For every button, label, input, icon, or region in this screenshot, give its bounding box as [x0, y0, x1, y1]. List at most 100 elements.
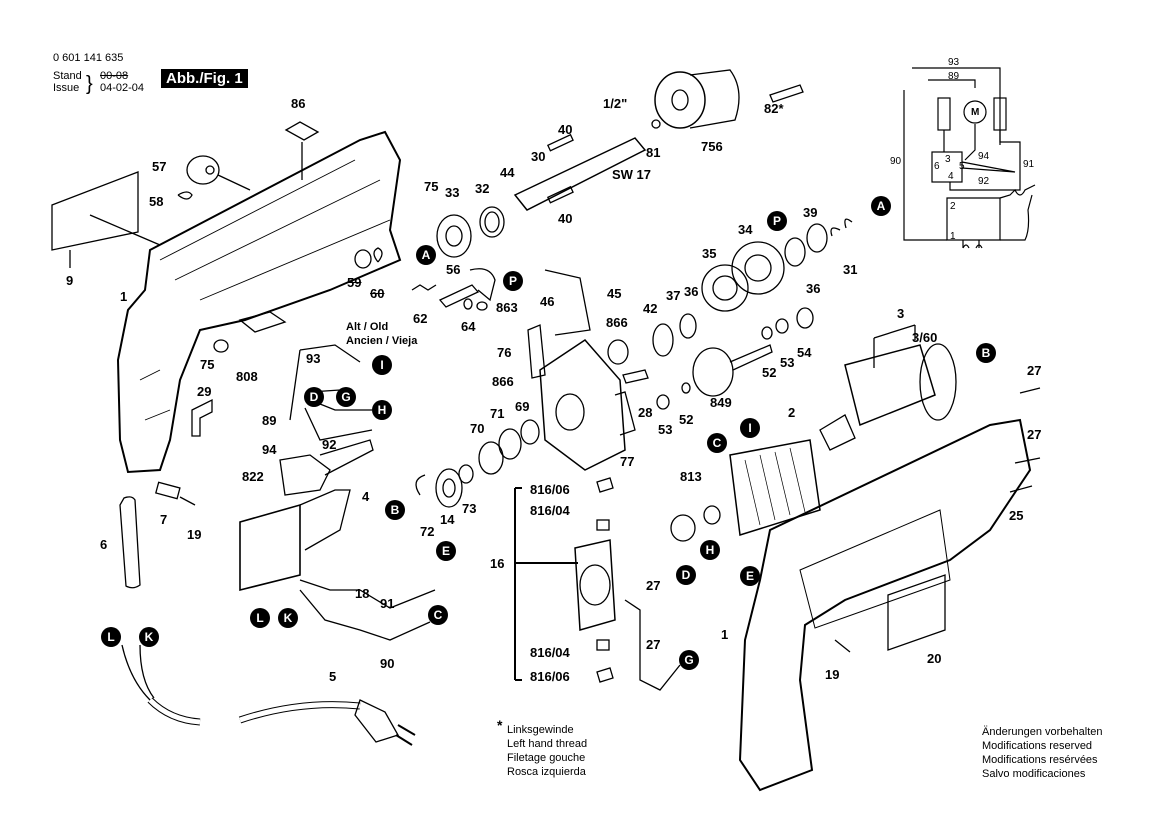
connector-l: L: [250, 608, 270, 628]
callout-36: 36: [684, 284, 699, 299]
callout-822: 822: [242, 469, 264, 484]
connector-g: G: [336, 387, 356, 407]
callout-816-06: 816/06: [530, 482, 570, 497]
callout-46: 46: [540, 294, 555, 309]
callout-half-inch: 1/2": [603, 96, 628, 111]
callout-19: 19: [187, 527, 202, 542]
connector-i: I: [372, 355, 392, 375]
callout-70: 70: [470, 421, 485, 436]
callout-77: 77: [620, 454, 635, 469]
callout-31: 31: [843, 262, 858, 277]
callout-62: 62: [413, 311, 428, 326]
terminal-2: 2: [950, 201, 956, 212]
callout-72: 72: [420, 524, 435, 539]
callout-863: 863: [496, 300, 518, 315]
callout-82: 82*: [764, 101, 784, 116]
callout-25: 25: [1009, 508, 1024, 523]
callout-52: 52: [679, 412, 694, 427]
connector-p: P: [767, 211, 787, 231]
callout-40-b: 40: [558, 211, 573, 226]
connector-e: E: [436, 541, 456, 561]
callout-816-04-b: 816/04: [530, 645, 570, 660]
callout-75-b: 75: [424, 179, 439, 194]
disclaimer-line: Modifications reserved: [982, 740, 1093, 752]
callout-58: 58: [149, 194, 164, 209]
callout-27-d: 27: [646, 637, 661, 652]
callout-42: 42: [643, 301, 658, 316]
part-number: 0 601 141 635: [53, 52, 124, 64]
callout-53-b: 53: [780, 355, 795, 370]
callout-54: 54: [797, 345, 812, 360]
callout-19-b: 19: [825, 667, 840, 682]
wiring-schematic: [903, 67, 1036, 249]
old-parts-note-line1: Alt / Old: [346, 321, 389, 333]
callout-756: 756: [701, 139, 723, 154]
callout-3: 3: [897, 306, 905, 321]
callout-40: 40: [558, 122, 573, 137]
callout-34: 34: [738, 222, 753, 237]
callout-90: 90: [380, 656, 395, 671]
footnote-line: Linksgewinde: [507, 724, 574, 736]
connector-d: D: [304, 387, 324, 407]
callout-27: 27: [1027, 363, 1042, 378]
connector-h: H: [372, 400, 392, 420]
callout-94: 94: [262, 442, 277, 457]
callout-71: 71: [490, 406, 505, 421]
connector-d-b: D: [676, 565, 696, 585]
callout-1: 1: [120, 289, 128, 304]
callout-64: 64: [461, 319, 476, 334]
callout-73: 73: [462, 501, 477, 516]
brace-icon: }: [86, 73, 93, 95]
callout-27-c: 27: [646, 578, 661, 593]
terminal-6: 6: [934, 161, 940, 172]
wire-91: 91: [1023, 159, 1035, 170]
footnote-line: Rosca izquierda: [507, 766, 586, 778]
terminal-1: 1: [950, 231, 956, 242]
terminal-4: 4: [948, 171, 954, 182]
callout-93: 93: [306, 351, 321, 366]
callout-816-04: 816/04: [530, 503, 570, 518]
callout-5: 5: [329, 669, 337, 684]
old-parts-note-line2: Ancien / Vieja: [346, 335, 418, 347]
connector-b: B: [385, 500, 405, 520]
callout-92: 92: [322, 437, 337, 452]
housing-left: [116, 130, 402, 474]
connector-c: C: [428, 605, 448, 625]
housing-right: [738, 418, 1032, 792]
callout-18: 18: [355, 586, 370, 601]
terminal-3: 3: [945, 154, 951, 165]
callout-29: 29: [197, 384, 212, 399]
callout-30: 30: [531, 149, 546, 164]
motor-symbol: M: [971, 107, 980, 118]
callout-9: 9: [66, 273, 74, 288]
connector-i-b: I: [740, 418, 760, 438]
callout-33: 33: [445, 185, 460, 200]
callout-45: 45: [607, 286, 622, 301]
callout-813: 813: [680, 469, 702, 484]
stand-label: Stand: [53, 70, 82, 82]
connector-l-b: L: [101, 627, 121, 647]
figure-label: Abb./Fig. 1: [161, 69, 248, 88]
callout-86: 86: [291, 96, 306, 111]
disclaimer-line: Modifications resérvées: [982, 754, 1098, 766]
callout-57: 57: [152, 159, 167, 174]
wire-93: 93: [948, 57, 960, 68]
connector-c-b: C: [707, 433, 727, 453]
callout-866: 866: [492, 374, 514, 389]
callout-56: 56: [446, 262, 461, 277]
callout-2: 2: [788, 405, 796, 420]
callout-44: 44: [500, 165, 515, 180]
callout-20: 20: [927, 651, 942, 666]
callout-1-b: 1: [721, 627, 729, 642]
connector-b-b: B: [976, 343, 996, 363]
callout-16: 16: [490, 556, 505, 571]
callout-866-b: 866: [606, 315, 628, 330]
callout-52-b: 52: [762, 365, 777, 380]
connector-k-b: K: [139, 627, 159, 647]
disclaimer-line: Salvo modificaciones: [982, 768, 1086, 780]
callout-35: 35: [702, 246, 717, 261]
callout-816-06-b: 816/06: [530, 669, 570, 684]
callout-75: 75: [200, 357, 215, 372]
wire-92: 92: [978, 176, 990, 187]
